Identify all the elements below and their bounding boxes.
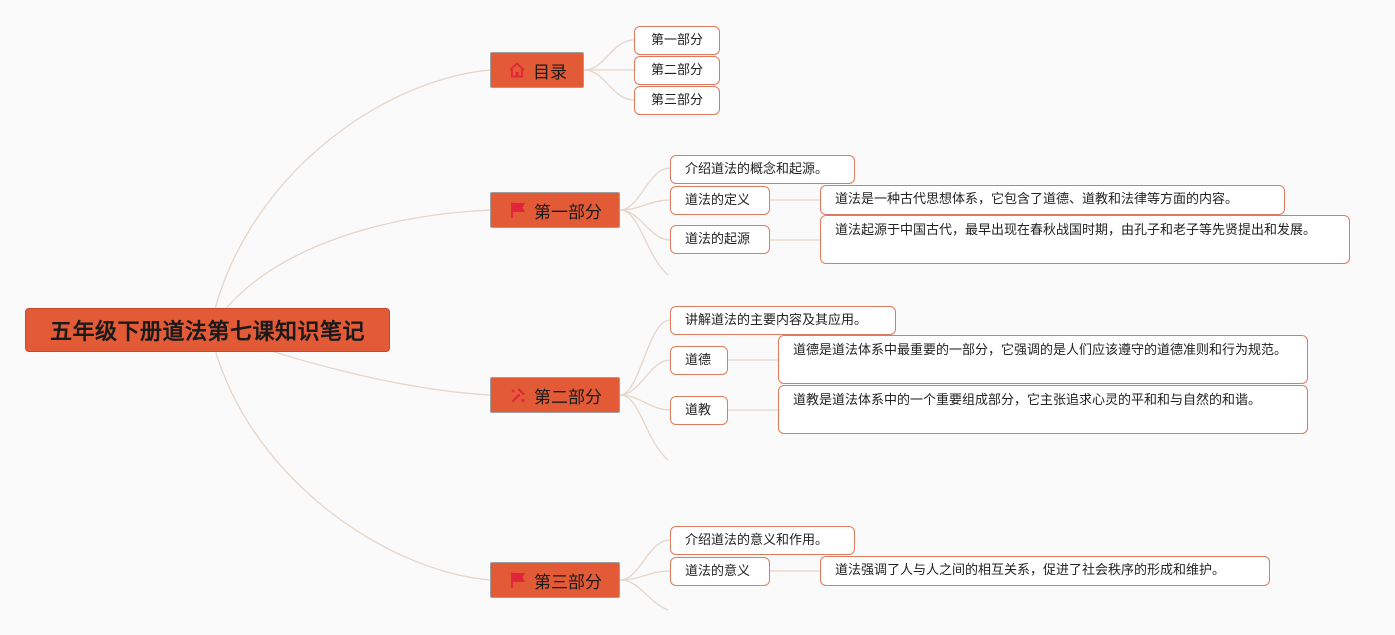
part2-detail-morality[interactable]: 道德是道法体系中最重要的一部分，它强调的是人们应该遵守的道德准则和行为规范。 <box>778 335 1308 384</box>
part1-topic-definition[interactable]: 道法的定义 <box>670 186 770 215</box>
branch-catalog-label: 目录 <box>533 62 567 83</box>
part3-topic-meaning[interactable]: 道法的意义 <box>670 557 770 586</box>
flag-icon <box>508 200 528 220</box>
root-node-title[interactable]: 五年级下册道法第七课知识笔记 <box>25 308 390 352</box>
branch-part2-label: 第二部分 <box>534 387 602 408</box>
part3-intro[interactable]: 介绍道法的意义和作用。 <box>670 526 855 555</box>
part1-intro[interactable]: 介绍道法的概念和起源。 <box>670 155 855 184</box>
branch-part1-label: 第一部分 <box>534 202 602 223</box>
part2-topic-morality[interactable]: 道德 <box>670 346 728 375</box>
part1-detail-origin[interactable]: 道法起源于中国古代，最早出现在春秋战国时期，由孔子和老子等先贤提出和发展。 <box>820 215 1350 264</box>
part3-detail-meaning[interactable]: 道法强调了人与人之间的相互关系，促进了社会秩序的形成和维护。 <box>820 556 1270 586</box>
part2-topic-taoism[interactable]: 道教 <box>670 396 728 425</box>
catalog-item-part1[interactable]: 第一部分 <box>634 26 720 55</box>
tools-icon <box>508 385 528 405</box>
part1-detail-definition[interactable]: 道法是一种古代思想体系，它包含了道德、道教和法律等方面的内容。 <box>820 185 1285 215</box>
branch-part3[interactable]: 第三部分 <box>490 562 620 598</box>
branch-part3-label: 第三部分 <box>534 572 602 593</box>
part2-detail-taoism[interactable]: 道教是道法体系中的一个重要组成部分，它主张追求心灵的平和和与自然的和谐。 <box>778 385 1308 434</box>
part1-topic-origin[interactable]: 道法的起源 <box>670 225 770 254</box>
catalog-item-part3[interactable]: 第三部分 <box>634 86 720 115</box>
home-icon <box>507 60 527 80</box>
part2-intro[interactable]: 讲解道法的主要内容及其应用。 <box>670 306 896 335</box>
flag-icon <box>508 570 528 590</box>
branch-part2[interactable]: 第二部分 <box>490 377 620 413</box>
branch-catalog[interactable]: 目录 <box>490 52 584 88</box>
branch-part1[interactable]: 第一部分 <box>490 192 620 228</box>
catalog-item-part2[interactable]: 第二部分 <box>634 56 720 85</box>
